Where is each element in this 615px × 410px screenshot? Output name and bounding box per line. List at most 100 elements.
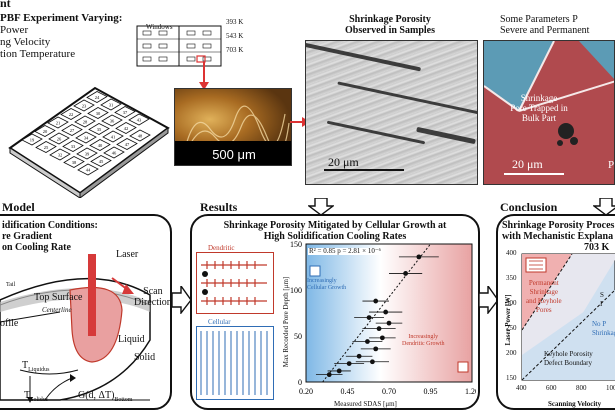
model-subtitle-line: on Cooling Rate	[2, 242, 71, 253]
plate-number: 40	[98, 143, 103, 148]
data-point	[346, 361, 352, 366]
model-subtitle-line: idification Conditions:	[2, 220, 98, 231]
results-scatter-chart: 0.200.450.700.951.20050100150	[290, 240, 476, 396]
plate-number: 37	[123, 110, 128, 115]
micrograph-scale-label: 500 μm	[212, 147, 256, 162]
plate-number: 24	[95, 95, 100, 100]
perm-line: Pores	[536, 306, 552, 314]
trapped-label-line: Shrinkage	[520, 93, 558, 103]
data-point	[416, 254, 422, 260]
plate-cube	[101, 114, 123, 127]
gradient-subscript: Bottom	[114, 397, 133, 403]
dendritic-note-line: Dendritic Growth	[402, 341, 445, 347]
solid-label: Solid	[134, 352, 156, 363]
plate-cube	[90, 155, 112, 167]
scan-label-line: Scan	[143, 286, 163, 297]
parameters-title-line: Severe and Permanent	[500, 25, 590, 36]
scan-direction-label: Scan Direction	[134, 286, 172, 308]
lpbf-item: ng Velocity	[0, 36, 51, 48]
profile-label: ofile	[0, 318, 19, 329]
process-map	[521, 253, 615, 381]
conclusion-temp: 703 K	[584, 242, 610, 253]
plate-cube	[74, 115, 96, 128]
top-section-label: nt	[0, 0, 11, 10]
perm-line: and Keyhole	[526, 297, 562, 305]
plate-cube	[77, 163, 99, 176]
plate-number: 28	[83, 120, 88, 125]
process-map-y-tick: 400	[506, 249, 517, 257]
plate-number: 48	[138, 134, 143, 139]
plate-cube	[49, 148, 71, 161]
conclusion-subtitle-line: Shrinkage Porosity Proces	[502, 220, 615, 231]
results-header: Results	[200, 200, 238, 214]
plate-number: 32	[58, 153, 63, 158]
plate-number: 35	[97, 127, 102, 132]
trapped-pore-label: Shrinkage Pore Trapped in Bulk Part	[502, 93, 576, 123]
plate-cube	[60, 108, 82, 120]
trapped-edge-label: P	[608, 159, 615, 171]
shrinkage-porosity-title: Shrinkage Porosity Observed in Samples	[305, 14, 475, 36]
lpbf-title: PBF Experiment Varying:	[0, 12, 123, 24]
centerline-label: Centerline	[42, 306, 72, 314]
dendritic-label: Dendritic	[208, 244, 235, 252]
shrinkage-region-label: S I	[600, 291, 604, 309]
data-point	[379, 335, 385, 341]
plate-cube	[63, 156, 85, 168]
model-subtitle-line: re Gradient	[2, 231, 53, 242]
shrinkage-title-line: Observed in Samples	[344, 25, 435, 36]
arrow-to-micrograph	[199, 62, 209, 90]
plate-cube	[87, 107, 109, 119]
plate-number: 25	[44, 145, 49, 150]
process-map-x-tick: 400	[516, 384, 527, 392]
cellular-note: Increasingly Cellular Growth	[307, 278, 346, 292]
shrinkage-title-line: Shrinkage Porosity	[349, 14, 431, 25]
plate-cube	[61, 124, 83, 136]
process-map-y-tick: 150	[506, 374, 517, 382]
plate-cube	[116, 138, 138, 150]
cellular-label: Cellular	[208, 318, 231, 326]
gradient-symbol: G(d, ΔT)	[78, 390, 115, 401]
process-map-y-tick: 200	[506, 349, 517, 357]
process-map-y-tick: 300	[506, 299, 517, 307]
plate-number: 47	[125, 142, 130, 147]
data-point	[366, 315, 372, 320]
plate-number: 45	[99, 159, 104, 164]
plate-cube	[75, 131, 97, 144]
plate-number: 46	[112, 151, 117, 156]
plot-background	[305, 243, 473, 383]
results-subtitle: Shrinkage Porosity Mitigated by Cellular…	[192, 220, 478, 242]
keyhole-line: Defect Boundary	[544, 359, 593, 367]
sem-image: 20 μm	[305, 40, 478, 185]
plate-number: 36	[110, 119, 115, 124]
lpbf-item: Power	[0, 24, 29, 36]
cellular-note-line: Cellular Growth	[307, 285, 347, 291]
dendritic-note-line: Increasingly	[408, 334, 439, 340]
data-point	[356, 353, 362, 359]
plate-number: 19	[30, 138, 35, 143]
dendritic-schematic	[196, 252, 274, 314]
plate-cube	[34, 125, 56, 137]
plate-cube	[21, 133, 43, 146]
parameters-title: Some Parameters P Severe and Permanent	[500, 14, 589, 36]
t-solidus-label: TSolidus	[24, 390, 48, 404]
plate-cube	[100, 98, 122, 111]
temp-label-393: 393 K	[226, 18, 244, 26]
plate-number: 30	[96, 111, 101, 116]
plate-number: 44	[86, 168, 91, 173]
x-tick-label: 0.20	[299, 387, 313, 396]
permanent-pores-label: Permanent Shrinkage and Keyhole Pores	[526, 279, 562, 315]
data-point	[336, 368, 342, 374]
perm-line: Shrinkage	[529, 288, 558, 296]
process-map-y-tick: 350	[506, 274, 517, 282]
plate-number: 21	[56, 121, 61, 126]
perm-line: Permanent	[528, 279, 559, 287]
plate-cube	[103, 146, 125, 159]
conclusion-header: Conclusion	[500, 200, 558, 214]
t-liquidus-label: TLiquidus	[22, 360, 49, 374]
cellular-inset-icon	[309, 265, 321, 277]
results-subtitle-line: High Solidification Cooling Rates	[263, 231, 407, 242]
data-point	[376, 326, 382, 332]
plate-number: 41	[111, 135, 116, 140]
results-xlabel: Measured SDAS [μm]	[334, 400, 397, 408]
keyhole-label: Keyhole Porosity Defect Boundary	[544, 350, 593, 368]
